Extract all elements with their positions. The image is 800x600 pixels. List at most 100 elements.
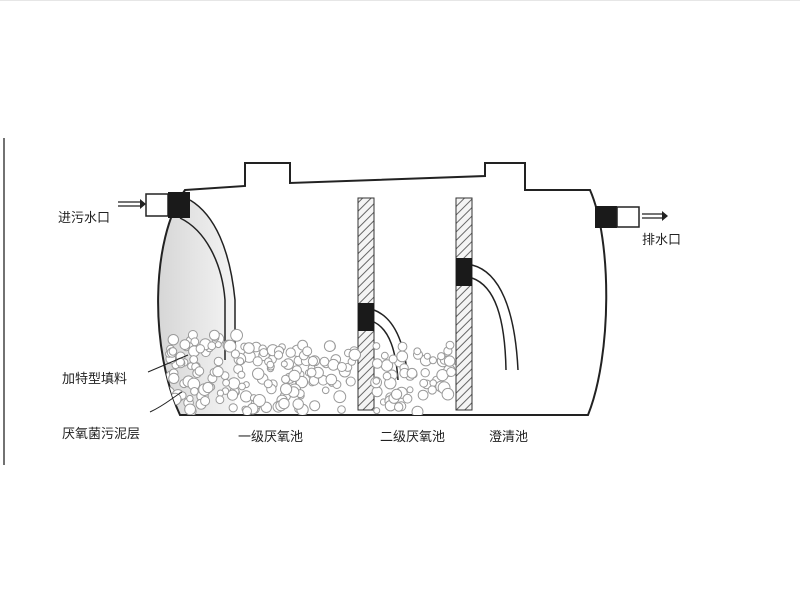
filler-bead: [396, 350, 409, 363]
filler-bead: [397, 341, 408, 352]
filler-bead: [237, 370, 246, 379]
filler-bead: [166, 403, 177, 414]
filler-bead: [223, 339, 237, 353]
filler-bead: [429, 356, 437, 365]
filler-bead: [417, 389, 429, 401]
leader-lines: [147, 354, 189, 413]
filler-bead: [445, 340, 455, 350]
filler-bead: [321, 386, 330, 395]
filler-bead: [437, 352, 446, 361]
filler-bead: [195, 344, 206, 354]
outlet-arrow-icon: [642, 211, 668, 221]
filler-bead: [372, 342, 381, 350]
filler-bead: [443, 355, 456, 367]
baffle-1: [357, 197, 409, 411]
chamber2-label: 二级厌氧池: [380, 430, 445, 445]
filler-bead: [179, 339, 191, 351]
filler-bead: [252, 394, 266, 407]
filler-bead: [189, 355, 199, 364]
filler-bead: [240, 390, 253, 403]
filler-bead: [184, 403, 197, 415]
filler-bead: [411, 405, 424, 415]
outlet-label: 排水口: [642, 233, 681, 248]
filler-bead: [230, 349, 240, 359]
filler-bead: [406, 367, 418, 379]
filler-media: [162, 328, 457, 415]
sludge-label: 厌氧菌污泥层: [62, 427, 140, 442]
tank-outline: [157, 162, 608, 416]
filler-bead: [273, 350, 284, 360]
filler-bead: [372, 358, 383, 369]
filler-bead: [319, 356, 330, 367]
filler-bead: [394, 402, 404, 412]
filler-bead: [423, 352, 431, 360]
filler-bead: [190, 387, 199, 396]
filler-bead: [230, 328, 244, 342]
filler-bead: [242, 406, 253, 415]
outlet-pipe: [595, 206, 640, 228]
filler-bead: [419, 378, 429, 388]
filler-bead: [212, 365, 224, 378]
filler-bead: [306, 367, 317, 378]
filler-bead: [323, 340, 336, 353]
baffle-2-port: [456, 258, 472, 286]
filler-bead: [168, 347, 178, 356]
filler-bead: [243, 342, 255, 354]
filler-bead: [336, 362, 347, 372]
filler-bead: [288, 369, 301, 382]
filler-label: 加特型填料: [62, 372, 127, 387]
filler-bead: [402, 393, 413, 404]
filler-bead: [372, 377, 381, 385]
filler-bead: [285, 347, 296, 358]
filler-bead: [252, 356, 263, 367]
filler-bead: [278, 397, 290, 410]
filler-bead: [259, 348, 269, 358]
filler-bead: [167, 334, 180, 346]
filler-bead: [263, 379, 273, 389]
filler-bead: [280, 383, 293, 396]
filler-bead: [236, 357, 245, 366]
filler-bead: [380, 351, 389, 360]
filler-bead: [391, 388, 403, 400]
baffle-1-port: [358, 303, 374, 331]
filler-bead: [382, 371, 392, 381]
filler-bead: [427, 385, 437, 395]
inlet-label: 进污水口: [58, 211, 110, 226]
filler-bead: [216, 389, 224, 397]
filler-bead: [441, 387, 455, 401]
inlet-fitting: [168, 192, 190, 218]
filler-bead: [214, 341, 222, 349]
filler-bead: [413, 347, 422, 356]
filler-bead: [194, 366, 205, 376]
filler-bead: [307, 356, 318, 367]
filler-bead: [373, 407, 381, 415]
filler-bead: [302, 346, 313, 357]
filler-bead: [325, 373, 338, 386]
baffle-2: [455, 197, 519, 411]
filler-bead: [200, 396, 211, 406]
filler-bead: [420, 368, 430, 378]
filler-bead: [215, 395, 225, 405]
inlet-downpipe: [189, 199, 236, 360]
filler-bead: [337, 405, 346, 414]
filler-bead: [252, 367, 265, 380]
top-border: [0, 0, 800, 1]
chamber3-label: 澄清池: [489, 430, 528, 445]
inlet-pipe: [145, 192, 236, 360]
filler-bead: [348, 348, 361, 361]
filler-bead: [207, 341, 217, 351]
filler-bead: [202, 381, 214, 394]
filler-bead: [292, 398, 304, 410]
filler-bead: [213, 356, 224, 367]
filler-bead: [226, 389, 239, 401]
filler-bead: [388, 354, 398, 364]
filler-bead: [345, 376, 356, 387]
outlet-fitting: [595, 206, 617, 228]
filler-bead: [238, 382, 246, 391]
filler-bead: [266, 360, 275, 369]
filler-bead: [406, 386, 414, 394]
filler-bead: [333, 390, 347, 404]
filler-bead: [309, 400, 321, 412]
filler-bead: [222, 378, 231, 387]
